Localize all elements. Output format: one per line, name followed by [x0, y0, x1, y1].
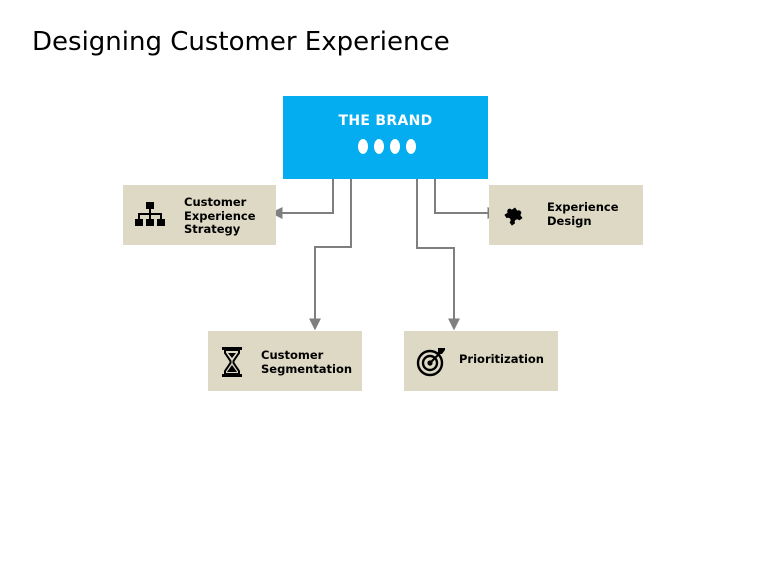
brand-dot — [358, 139, 368, 154]
card-prioritization: Prioritization — [404, 331, 558, 391]
card-label: Customer Experience Strategy — [184, 195, 256, 237]
brand-dot — [406, 139, 416, 154]
card-label-line: Segmentation — [261, 361, 353, 376]
brand-title: THE BRAND — [338, 113, 433, 129]
card-customer-segmentation: Customer Segmentation — [208, 331, 362, 391]
card-label-line: Experience — [547, 200, 619, 214]
connector-to-segmentation — [309, 179, 352, 331]
puzzle-piece-icon — [504, 207, 523, 226]
card-label-line: Design — [547, 213, 592, 228]
card-label-line: Strategy — [184, 222, 241, 236]
brand-dots — [358, 139, 418, 155]
hourglass-icon — [222, 347, 242, 377]
card-label-line: Prioritization — [459, 352, 544, 366]
card-label: Customer Segmentation — [261, 348, 353, 376]
brand-box: THE BRAND — [283, 96, 488, 179]
connector-to-design — [434, 179, 500, 219]
brand-dot — [374, 139, 384, 154]
org-chart-icon — [135, 202, 165, 226]
target-icon — [416, 348, 445, 377]
card-experience-design: Experience Design — [489, 185, 643, 245]
card-label: Experience Design — [547, 200, 619, 228]
page-title: Designing Customer Experience — [32, 27, 450, 57]
card-label: Prioritization — [459, 352, 544, 367]
card-label-line: Customer — [184, 195, 247, 209]
card-label-line: Customer — [261, 348, 324, 362]
card-customer-experience-strategy: Customer Experience Strategy — [123, 185, 276, 245]
card-label-line: Experience — [184, 208, 256, 223]
connector-to-strategy — [270, 179, 334, 219]
connector-to-prioritization — [416, 179, 460, 331]
brand-dot — [390, 139, 400, 154]
